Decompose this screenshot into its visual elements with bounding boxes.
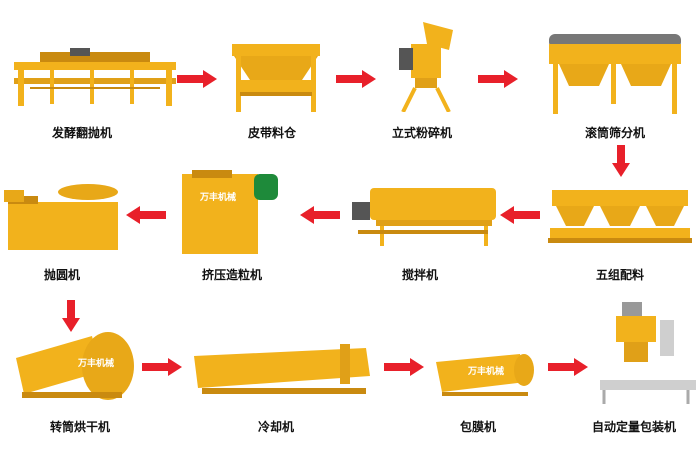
flow-arrow-5 — [300, 206, 342, 224]
coater-machine: 万丰机械 — [432, 348, 536, 398]
batching-machine — [548, 186, 692, 248]
screen-machine — [545, 30, 685, 114]
step-label-crusher: 立式粉碎机 — [392, 126, 453, 140]
granulator-machine: 万丰机械 — [178, 168, 282, 254]
fermenter-machine — [10, 48, 180, 110]
belt-bin-machine — [228, 44, 324, 112]
flow-arrow-6 — [126, 206, 168, 224]
flow-arrow-7 — [142, 358, 184, 376]
brand-watermark: 万丰机械 — [78, 359, 115, 369]
step-label-granulator: 挤压造粒机 — [202, 268, 263, 282]
rounder-machine — [4, 180, 124, 252]
flow-arrow-down-1 — [612, 145, 630, 177]
step-label-coater: 包膜机 — [460, 420, 497, 434]
packer-machine — [596, 300, 696, 404]
step-label-mixer: 搅拌机 — [402, 268, 439, 282]
flow-arrow-down-2 — [62, 300, 80, 332]
step-label-packer: 自动定量包装机 — [592, 420, 677, 434]
step-label-batching: 五组配料 — [596, 268, 645, 282]
dryer-machine: 万丰机械 — [12, 318, 136, 402]
flow-arrow-1 — [177, 70, 219, 88]
step-label-rounder: 抛圆机 — [44, 268, 81, 282]
brand-watermark: 万丰机械 — [200, 193, 237, 203]
flow-arrow-3 — [478, 70, 520, 88]
step-label-screen: 滚筒筛分机 — [585, 126, 646, 140]
flow-arrow-8 — [384, 358, 426, 376]
cooler-machine — [190, 342, 374, 398]
flow-arrow-4 — [500, 206, 542, 224]
step-label-cooler: 冷却机 — [258, 420, 295, 434]
step-label-belt-bin: 皮带料仓 — [248, 126, 297, 140]
brand-watermark: 万丰机械 — [468, 367, 505, 377]
step-label-dryer: 转筒烘干机 — [50, 420, 111, 434]
flow-arrow-2 — [336, 70, 378, 88]
crusher-machine — [393, 22, 457, 112]
step-label-fermenter: 发酵翻抛机 — [52, 126, 113, 140]
flow-arrow-9 — [548, 358, 590, 376]
mixer-machine — [350, 182, 500, 248]
